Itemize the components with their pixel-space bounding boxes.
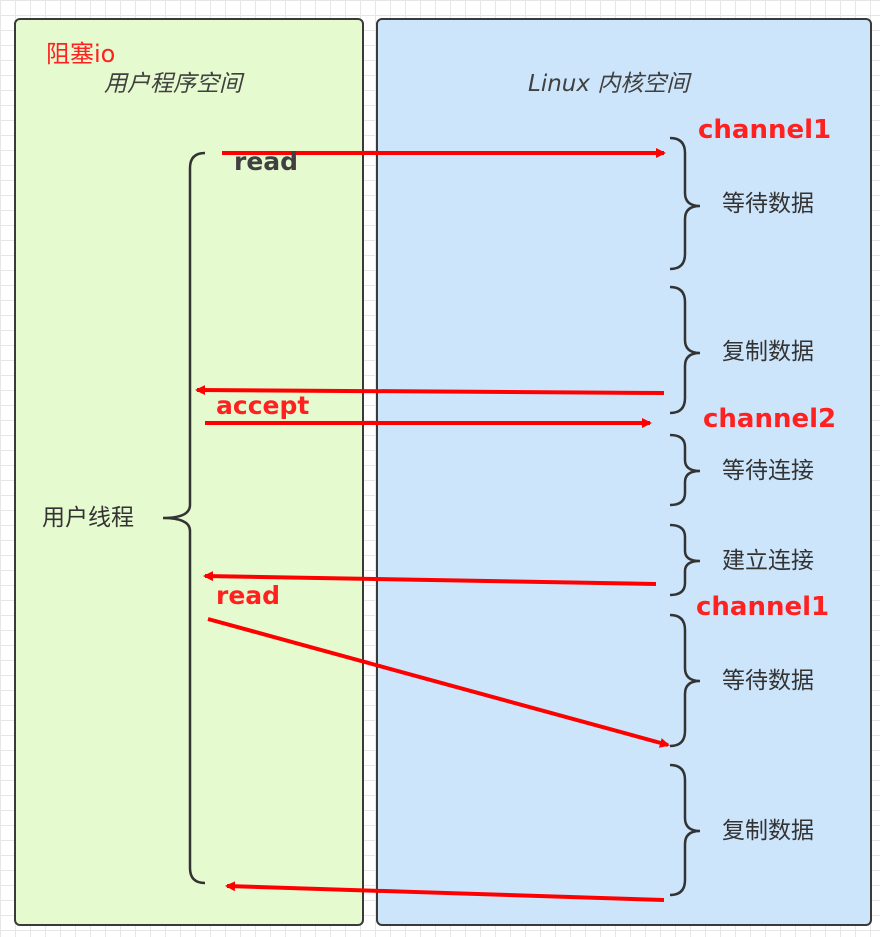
arrow-read-2-return: [225, 881, 665, 902]
user-space-label: 用户程序空间: [104, 71, 242, 97]
phase-copy-data-2: 复制数据: [722, 818, 814, 844]
arrow-read-1-return: [195, 385, 665, 396]
call-label-accept: accept: [216, 391, 310, 420]
channel-label-3: channel1: [696, 592, 830, 622]
call-label-read-2: read: [216, 581, 281, 610]
brace-wait-data-1: [669, 136, 701, 271]
kernel-space-label: Linux 内核空间: [528, 71, 690, 97]
arrow-accept-return: [203, 571, 657, 586]
call-label-read-1: read: [234, 147, 299, 176]
user-thread-brace: [162, 151, 206, 885]
kernel-space-panel: [376, 18, 872, 926]
phase-wait-connect: 等待连接: [722, 458, 814, 484]
brace-establish-connect: [669, 523, 701, 597]
brace-wait-connect: [669, 433, 701, 507]
channel-label-1: channel1: [698, 115, 832, 145]
channel-label-2: channel2: [703, 404, 837, 434]
brace-copy-data-2: [669, 763, 701, 897]
phase-copy-data-1: 复制数据: [722, 339, 814, 365]
brace-copy-data-1: [669, 285, 701, 415]
arrow-read-2-request: [207, 617, 670, 748]
phase-establish-connect: 建立连接: [722, 548, 814, 574]
brace-wait-data-2: [669, 613, 701, 748]
diagram-title: 阻塞io: [46, 40, 116, 68]
phase-wait-data-1: 等待数据: [722, 191, 814, 217]
user-thread-label: 用户线程: [42, 505, 134, 531]
phase-wait-data-2: 等待数据: [722, 668, 814, 694]
